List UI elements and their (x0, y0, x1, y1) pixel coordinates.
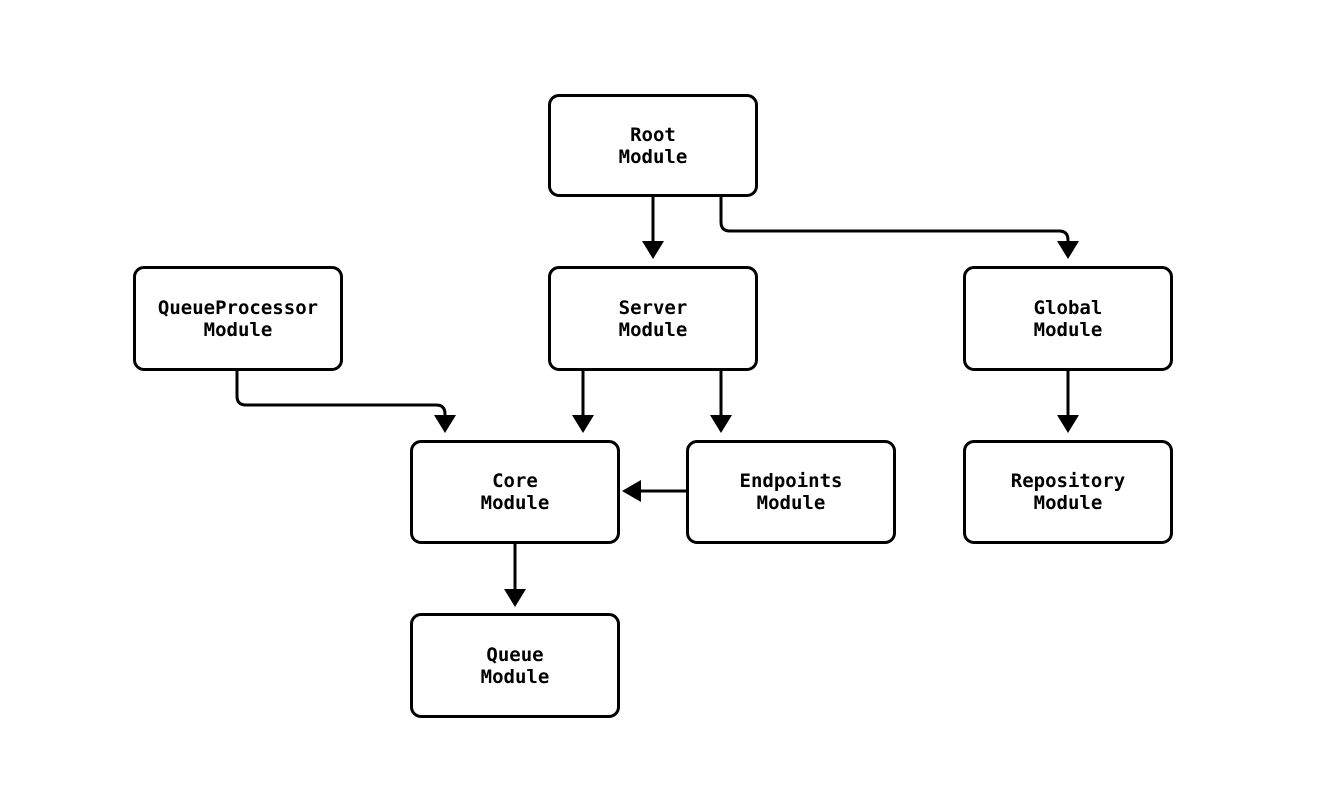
node-core-module[interactable]: Core Module (410, 440, 620, 544)
node-root-module-suffix: Module (618, 145, 688, 168)
node-endpoints-module-name: Endpoints (739, 470, 843, 492)
edge-core-queue (504, 544, 526, 607)
node-server-module[interactable]: Server Module (548, 266, 758, 371)
node-global-module-name: Global (1033, 296, 1103, 319)
node-core-module-suffix: Module (480, 492, 550, 514)
node-global-module[interactable]: Global Module (963, 266, 1173, 371)
node-queue-module[interactable]: Queue Module (410, 613, 620, 718)
node-repository-module-name: Repository (1010, 470, 1126, 492)
node-queue-module-name: Queue (486, 643, 544, 666)
edge-global-repository (1057, 371, 1079, 433)
node-core-module-name: Core (492, 470, 538, 492)
node-global-module-suffix: Module (1033, 318, 1103, 341)
node-queueprocessor-module-suffix: Module (203, 318, 273, 341)
node-queueprocessor-module[interactable]: QueueProcessor Module (133, 266, 343, 371)
node-root-module-name: Root (630, 123, 676, 146)
node-repository-module-suffix: Module (1033, 492, 1103, 514)
edge-root-global (719, 197, 1079, 259)
edge-server-core (572, 371, 594, 433)
node-server-module-suffix: Module (618, 318, 688, 341)
node-root-module[interactable]: Root Module (548, 94, 758, 197)
node-repository-module[interactable]: Repository Module (963, 440, 1173, 544)
node-endpoints-module[interactable]: Endpoints Module (686, 440, 896, 544)
edge-server-endpoints (710, 371, 732, 433)
node-queueprocessor-module-name: QueueProcessor (157, 296, 319, 319)
node-queue-module-suffix: Module (480, 665, 550, 688)
edge-root-server (642, 197, 664, 259)
edge-endpoints-core (622, 480, 686, 502)
node-server-module-name: Server (618, 296, 688, 319)
edge-queueprocessor-core (235, 371, 456, 433)
node-endpoints-module-suffix: Module (756, 492, 826, 514)
